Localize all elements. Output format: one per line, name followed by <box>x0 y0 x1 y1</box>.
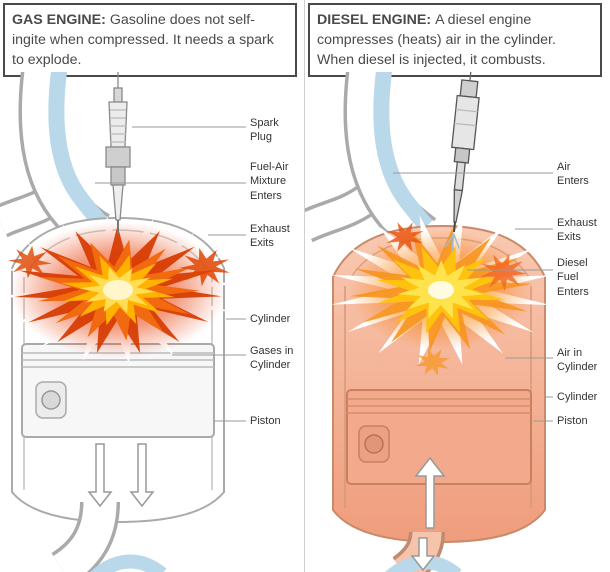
label-air-in-cylinder: Air in Cylinder <box>557 347 598 374</box>
intake-pipe <box>18 72 111 254</box>
label-fuel-air-mixture: Fuel-Air Mixture Enters <box>250 161 289 202</box>
exhaust-pipe <box>305 182 382 243</box>
label-cylinder: Cylinder <box>250 313 291 325</box>
side-flame <box>386 222 424 252</box>
fuel-air-flow <box>48 72 108 230</box>
piston-pin <box>364 434 384 454</box>
label-air-enters: Air Enters <box>557 161 589 188</box>
label-exhaust-exits: Exhaust Exits <box>557 217 597 244</box>
piston <box>346 389 532 485</box>
side-flame <box>8 245 52 279</box>
leader-lines <box>393 172 553 422</box>
gas-engine-header: GAS ENGINE:Gasoline does not self-ingite… <box>3 3 297 78</box>
side-flame <box>415 348 451 376</box>
combustion-starburst <box>331 215 551 376</box>
label-piston: Piston <box>250 415 281 427</box>
fuel-injector <box>444 72 480 252</box>
piston-pin <box>41 390 61 410</box>
up-arrow-icon <box>414 456 446 529</box>
label-cylinder: Cylinder <box>557 391 598 403</box>
leader-lines <box>95 126 246 422</box>
side-flame <box>179 248 230 287</box>
piston <box>21 343 215 438</box>
diesel-engine-title: DIESEL ENGINE: <box>317 12 432 28</box>
label-piston: Piston <box>557 415 588 427</box>
down-arrow-icon <box>87 443 113 508</box>
panel-divider <box>304 0 305 572</box>
gas-engine-illustration <box>0 72 246 572</box>
diesel-engine-illustration <box>305 72 553 572</box>
diesel-engine-panel: DIESEL ENGINE:A diesel engine compresses… <box>305 0 610 572</box>
label-spark-plug: Spark Plug <box>250 117 279 144</box>
spark-plug <box>105 72 131 234</box>
gas-engine-title: GAS ENGINE: <box>12 12 106 28</box>
diesel-engine-description: A diesel engine compresses (heats) air i… <box>317 12 556 69</box>
diesel-engine-header: DIESEL ENGINE:A diesel engine compresses… <box>308 3 602 78</box>
injector-tip <box>452 221 456 233</box>
label-gases-in-cylinder: Gases in Cylinder <box>250 345 294 372</box>
intake-swoosh <box>90 554 167 572</box>
gas-engine-panel: GAS ENGINE:Gasoline does not self-ingite… <box>0 3 297 572</box>
down-arrow-icon <box>410 537 436 572</box>
explosion-starburst <box>0 215 238 365</box>
side-flame <box>479 253 527 292</box>
air-flow <box>373 72 433 232</box>
fuel-spray <box>444 233 460 252</box>
gas-engine-description: Gasoline does not self-ingite when compr… <box>12 12 274 69</box>
intake-pipe <box>343 72 437 254</box>
label-diesel-fuel-enters: Diesel Fuel Enters <box>557 257 589 298</box>
down-arrow-icon <box>129 443 155 508</box>
label-exhaust-exits: Exhaust Exits <box>250 223 290 250</box>
